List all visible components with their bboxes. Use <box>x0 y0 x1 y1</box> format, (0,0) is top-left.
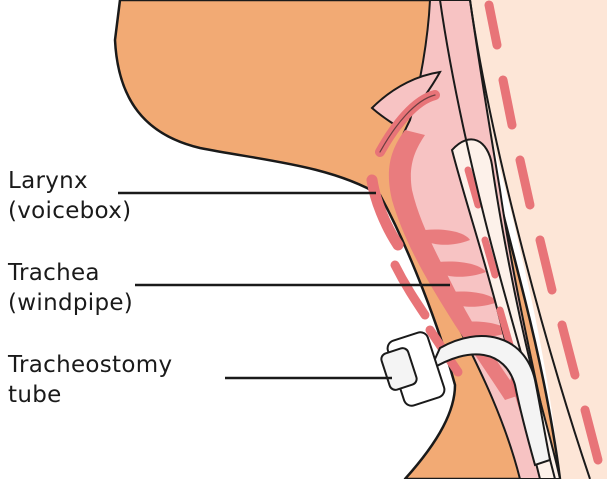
trachea-label-line1: Trachea <box>8 258 133 288</box>
larynx-label-line2: (voicebox) <box>8 196 131 226</box>
tube-label: Tracheostomy tube <box>8 350 172 410</box>
trachea-label-line2: (windpipe) <box>8 288 133 318</box>
larynx-label-line1: Larynx <box>8 166 131 196</box>
tube-label-line1: Tracheostomy <box>8 350 172 380</box>
larynx-label: Larynx (voicebox) <box>8 166 131 226</box>
trachea-label: Trachea (windpipe) <box>8 258 133 318</box>
tube-label-line2: tube <box>8 380 172 410</box>
